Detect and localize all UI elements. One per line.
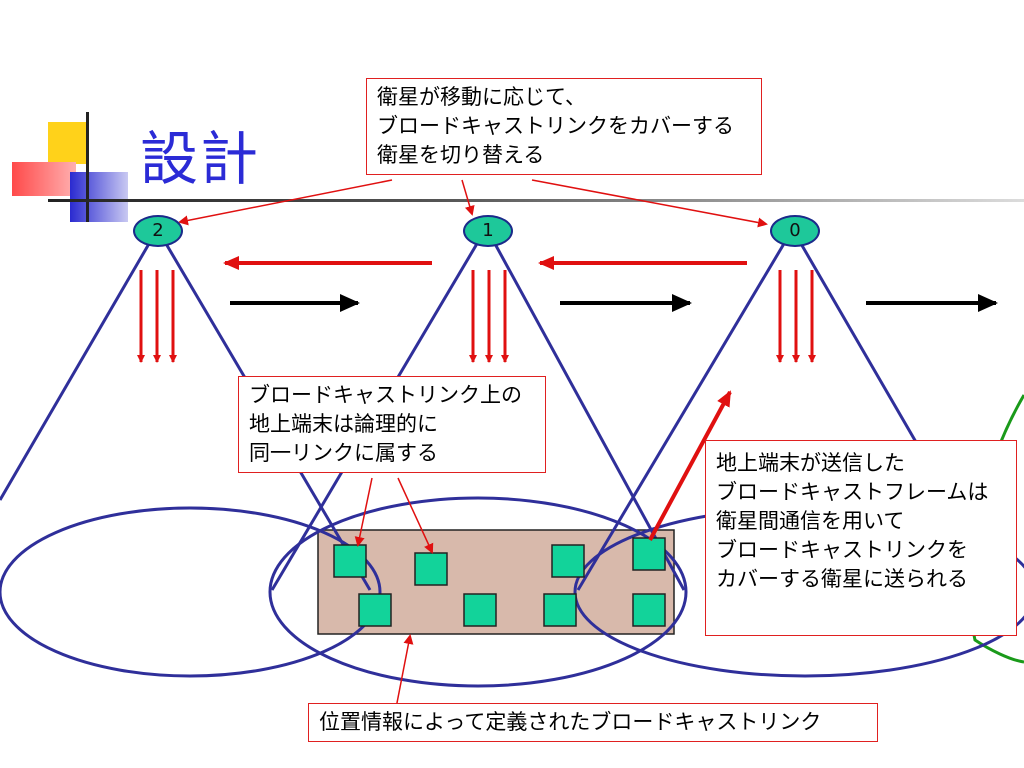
page-title: 設計: [140, 125, 261, 193]
downlink-arrows-2: [137, 270, 177, 363]
callout-line: 衛星が移動に応じて、: [377, 85, 586, 109]
terminal: [543, 593, 577, 627]
deco-blue-block: [70, 172, 128, 222]
callout-line: 同一リンクに属する: [249, 441, 438, 465]
footprint-ellipse-1: [268, 496, 688, 688]
deco-red-block: [12, 162, 76, 196]
terminal: [632, 537, 666, 571]
callout-line: ブロードキャストリンク上の: [249, 383, 522, 407]
downlink-arrows-0: [776, 270, 816, 363]
terminal: [333, 544, 367, 578]
callout-logical-link: ブロードキャストリンク上の 地上端末は論理的に 同一リンクに属する: [238, 376, 546, 473]
callout-line: ブロードキャストリンクを: [716, 538, 968, 562]
terminal: [358, 593, 392, 627]
callout-line: 地上端末が送信した: [716, 451, 905, 475]
footprint-ellipse-2: [0, 506, 382, 678]
callout-frame-forwarding: 地上端末が送信した ブロードキャストフレームは 衛星間通信を用いて ブロードキャ…: [705, 440, 1017, 636]
callout-line: カバーする衛星に送られる: [716, 567, 968, 591]
deco-horizontal-line: [48, 199, 1024, 202]
callout-location-defined-link: 位置情報によって定義されたブロードキャストリンク: [308, 703, 878, 742]
terminal: [551, 544, 585, 578]
callout-line: ブロードキャストリンクをカバーする: [377, 114, 734, 138]
callout-line: ブロードキャストフレームは: [716, 480, 989, 504]
callout-line: 衛星を切り替える: [377, 143, 545, 167]
terminal: [414, 552, 448, 586]
callout-line: 地上端末は論理的に: [249, 412, 438, 436]
deco-vertical-line: [86, 112, 89, 222]
satellite-0: 0: [770, 215, 820, 247]
uplink-arrow: [648, 390, 732, 541]
callout-line: 位置情報によって定義されたブロードキャストリンク: [319, 710, 822, 734]
deco-yellow-block: [48, 122, 88, 164]
satellite-1: 1: [463, 215, 513, 247]
satellite-2: 2: [133, 215, 183, 247]
callout-line: 衛星間通信を用いて: [716, 509, 905, 533]
terminal: [463, 593, 497, 627]
terminal: [632, 593, 666, 627]
terminals: [333, 537, 666, 627]
downlink-arrows-1: [469, 270, 509, 363]
callout-satellite-switching: 衛星が移動に応じて、 ブロードキャストリンクをカバーする 衛星を切り替える: [366, 78, 762, 175]
callout-pointers: [178, 179, 768, 709]
